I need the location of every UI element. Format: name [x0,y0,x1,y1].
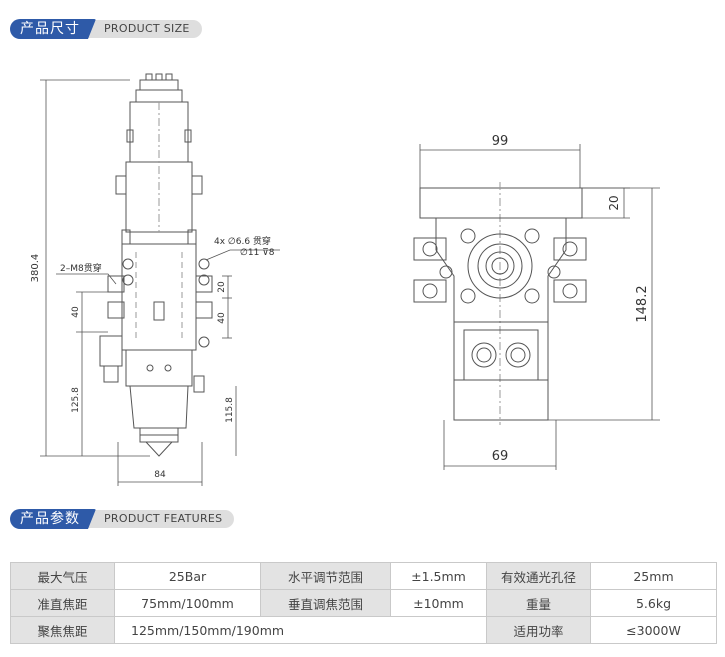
spec-label: 重量 [486,589,591,617]
product-features-title-en: PRODUCT FEATURES [86,510,235,528]
spec-value: 125mm/150mm/190mm [114,616,487,644]
dim-bottom-width: 84 [154,470,166,480]
spec-value: 5.6kg [590,589,717,617]
spec-value: 25mm [590,562,717,590]
side-view-dimensions [40,79,280,486]
dim-right-40: 40 [217,312,227,324]
dim-top-view-height: 148.2 [635,285,650,322]
dim-top-view-width: 99 [492,134,509,149]
dim-top-view-20: 20 [607,195,621,210]
dimension-labels: 380.4 2–M8贯穿 4x ∅6.6 贯穿 ∅11 ⊽8 40 20 40 … [30,134,650,480]
dim-hole-note-2: ∅11 ⊽8 [240,248,275,258]
product-size-title-en: PRODUCT SIZE [86,20,202,38]
spec-label: 聚焦焦距 [10,616,115,644]
table-row: 聚焦焦距 125mm/150mm/190mm 适用功率 ≤3000W [10,616,717,644]
top-view-dimensions [419,144,660,470]
dim-total-height: 380.4 [30,254,41,283]
dim-lower-right: 115.8 [225,397,235,423]
table-row: 准直焦距 75mm/100mm 垂直调焦范围 ±10mm 重量 5.6kg [10,589,717,617]
side-view [99,73,213,457]
dim-hole-note-1: 4x ∅6.6 贯穿 [214,235,271,247]
dim-right-20: 20 [217,281,227,293]
spec-label: 有效通光孔径 [486,562,591,590]
dim-lower-left: 125.8 [71,387,81,413]
spec-label: 准直焦距 [10,589,115,617]
dim-left-40: 40 [71,306,81,318]
technical-drawing: 380.4 2–M8贯穿 4x ∅6.6 贯穿 ∅11 ⊽8 40 20 40 … [30,73,660,486]
spec-label: 垂直调焦范围 [260,589,391,617]
dim-top-view-bottom: 69 [492,449,509,464]
dim-thread-note: 2–M8贯穿 [60,262,102,274]
product-size-title-cn: 产品尺寸 [10,19,96,39]
spec-value: ≤3000W [590,616,717,644]
spec-table: 最大气压 25Bar 水平调节范围 ±1.5mm 有效通光孔径 25mm 准直焦… [10,562,717,644]
top-view [413,182,587,425]
spec-label: 适用功率 [486,616,591,644]
spec-value: 25Bar [114,562,261,590]
product-size-header: 产品尺寸 PRODUCT SIZE [10,18,202,40]
spec-label: 水平调节范围 [260,562,391,590]
spec-value: ±10mm [390,589,487,617]
product-features-header: 产品参数 PRODUCT FEATURES [10,508,235,530]
spec-value: 75mm/100mm [114,589,261,617]
spec-label: 最大气压 [10,562,115,590]
product-features-title-cn: 产品参数 [10,509,96,529]
table-row: 最大气压 25Bar 水平调节范围 ±1.5mm 有效通光孔径 25mm [10,562,717,590]
spec-value: ±1.5mm [390,562,487,590]
